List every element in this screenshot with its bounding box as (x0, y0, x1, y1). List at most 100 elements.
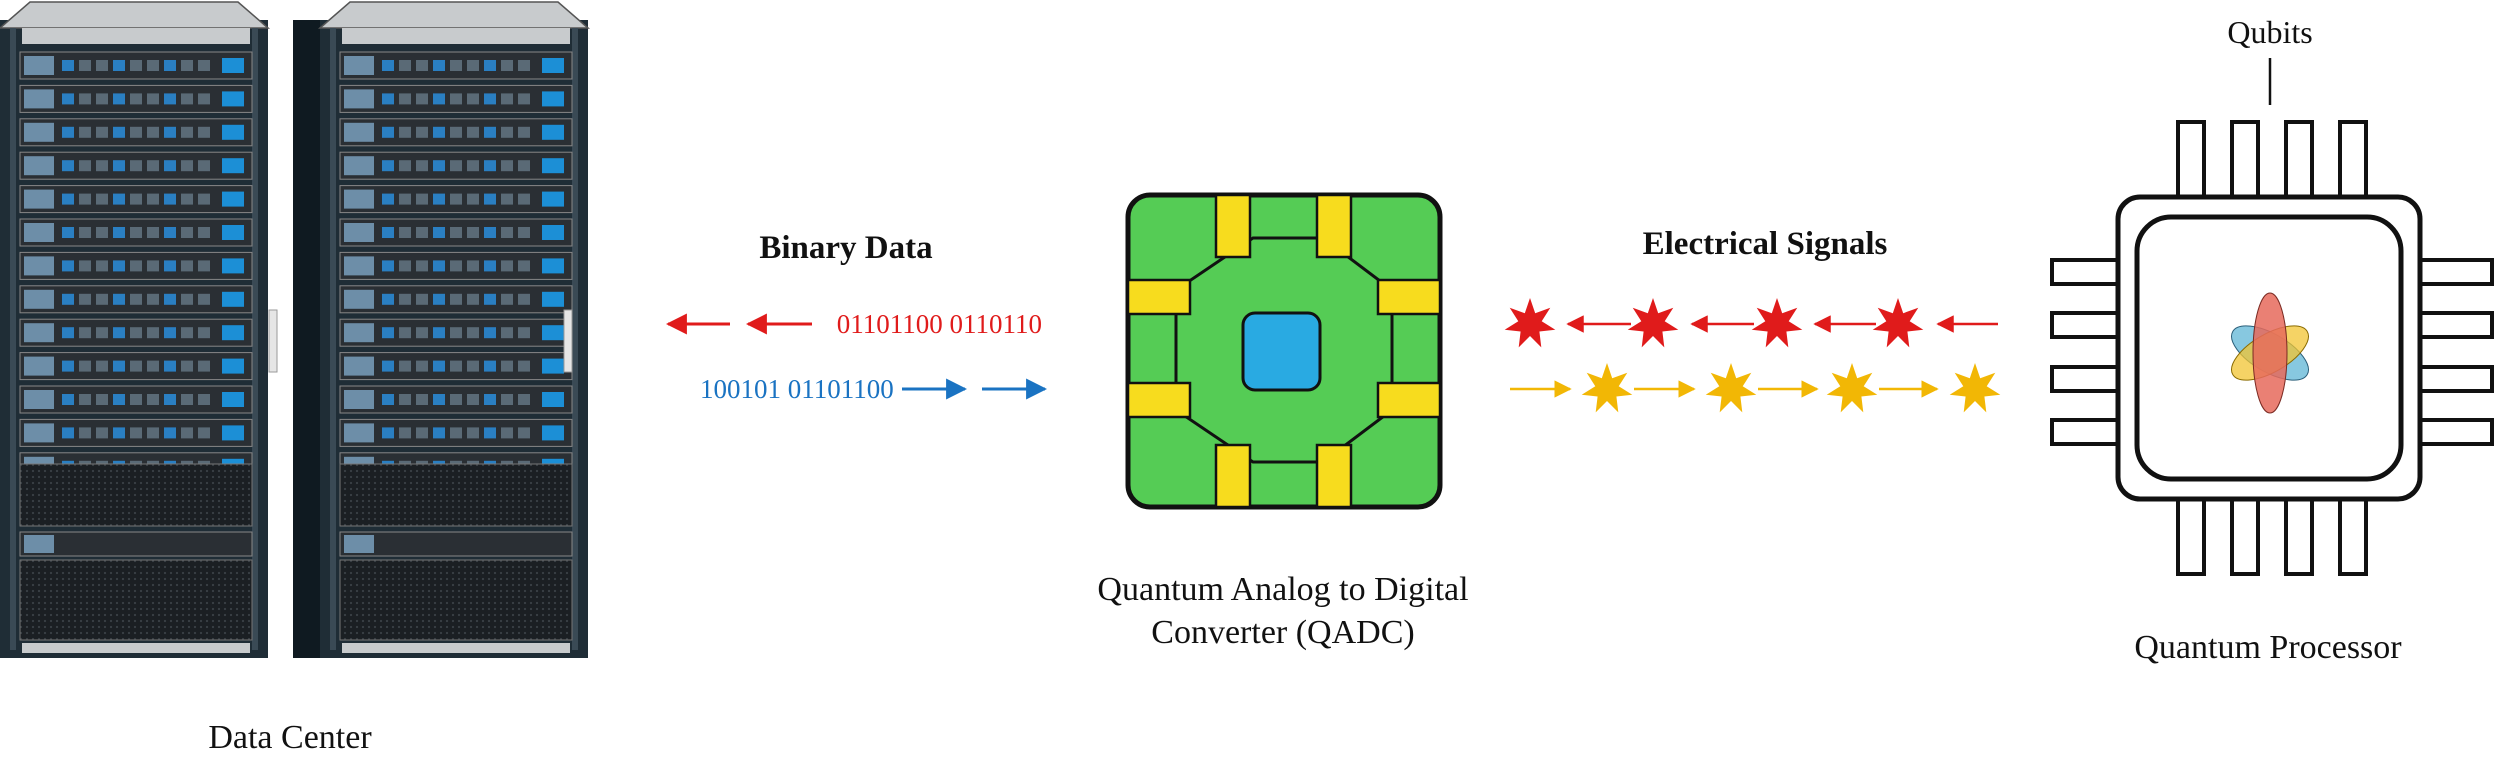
drive-slot (450, 93, 462, 105)
processor-pin-left (2050, 258, 2120, 286)
status-led (542, 124, 564, 140)
drive-slot (147, 227, 159, 238)
drive-slot (147, 93, 159, 105)
status-led (222, 191, 244, 207)
rack-rail (10, 28, 16, 650)
drive-slot (130, 60, 142, 71)
status-led (542, 58, 564, 73)
drive-bay (24, 256, 54, 276)
rack-bottom-panel (342, 643, 570, 653)
qadc-pad (1315, 193, 1353, 259)
drive-slot (62, 160, 74, 172)
drive-slot (147, 394, 159, 405)
drive-slot (416, 160, 428, 172)
drive-bay (344, 289, 374, 309)
rack-top (0, 1, 271, 29)
drive-slot (164, 227, 176, 238)
drive-slot (382, 93, 394, 105)
drive-slot (62, 327, 74, 339)
drive-slot (501, 327, 513, 339)
drive-slot (181, 160, 193, 172)
drive-slot (147, 327, 159, 339)
processor-pin-right (2418, 258, 2494, 286)
drive-slot (79, 394, 91, 405)
drive-slot (198, 360, 210, 372)
drive-slot (113, 427, 125, 439)
status-led (222, 158, 244, 174)
drive-slot (130, 360, 142, 372)
drive-slot (96, 293, 108, 305)
drive-slot (399, 227, 411, 238)
processor-pin-bottom (2176, 497, 2206, 576)
drive-slot (416, 93, 428, 105)
processor-pin-bottom (2338, 497, 2368, 576)
drive-slot (416, 360, 428, 372)
qadc-pad (1126, 381, 1192, 419)
rack-bottom-panel (22, 643, 250, 653)
data-center-label: Data Center (208, 719, 372, 756)
drive-slot (181, 327, 193, 339)
drive-slot (433, 260, 445, 272)
rack-rail (252, 28, 258, 650)
drive-slot (147, 60, 159, 71)
qadc-pad (1126, 278, 1192, 316)
drive-slot (113, 60, 125, 71)
electrical-signals-heading: Electrical Signals (1643, 226, 1888, 262)
drive-slot (96, 60, 108, 71)
drive-bay (344, 189, 374, 209)
drive-bay (344, 323, 374, 343)
drive-slot (79, 193, 91, 205)
drive-slot (399, 327, 411, 339)
drive-slot (164, 60, 176, 71)
drive-slot (450, 360, 462, 372)
drive-slot (164, 160, 176, 172)
drive-slot (164, 126, 176, 138)
status-led (542, 258, 564, 274)
drive-slot (79, 327, 91, 339)
drive-slot (433, 126, 445, 138)
status-led (542, 425, 564, 441)
drive-slot (62, 427, 74, 439)
drive-bay (24, 423, 54, 443)
drive-slot (467, 93, 479, 105)
rack-door-handle (563, 309, 573, 373)
drive-slot (518, 227, 530, 238)
drive-slot (467, 193, 479, 205)
drive-slot (164, 360, 176, 372)
binary-data-heading: Binary Data (759, 230, 932, 266)
drive-slot (96, 427, 108, 439)
drive-slot (382, 260, 394, 272)
drive-slot (433, 427, 445, 439)
drive-slot (467, 427, 479, 439)
drive-slot (484, 327, 496, 339)
rack-top-panel (22, 28, 250, 44)
vent-panel (339, 559, 573, 641)
status-led (222, 392, 244, 407)
processor-pin-bottom (2284, 497, 2314, 576)
drive-slot (399, 394, 411, 405)
drive-slot (399, 126, 411, 138)
drive-slot (518, 93, 530, 105)
drive-slot (433, 360, 445, 372)
processor-pin-top (2284, 120, 2314, 199)
drive-slot (164, 293, 176, 305)
incoming-signal-row (1510, 363, 2001, 413)
drive-slot (501, 260, 513, 272)
drive-slot (467, 360, 479, 372)
qadc-pad (1376, 381, 1442, 419)
status-led (222, 91, 244, 107)
drive-slot (147, 193, 159, 205)
status-led (222, 325, 244, 341)
drive-bay (24, 89, 54, 109)
drive-bay (24, 356, 54, 376)
drive-bay (344, 423, 374, 443)
drive-slot (382, 360, 394, 372)
drive-slot (484, 60, 496, 71)
drive-slot (518, 360, 530, 372)
drive-slot (518, 427, 530, 439)
drive-slot (501, 160, 513, 172)
drive-slot (79, 427, 91, 439)
drive-slot (433, 60, 445, 71)
drive-slot (113, 93, 125, 105)
rack-top (317, 1, 591, 29)
